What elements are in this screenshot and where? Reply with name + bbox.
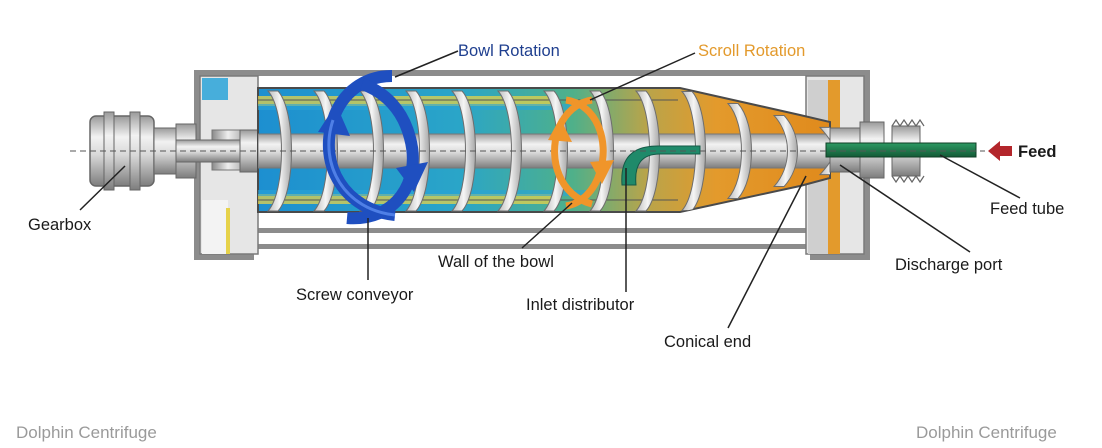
discharge-port-label: Discharge port [895,256,1003,274]
feed-tube-label: Feed tube [990,200,1064,218]
feed-arrow-icon [988,141,1012,161]
gearbox-label: Gearbox [28,216,92,234]
inlet-distributor [621,145,701,186]
screw-flight [496,90,522,212]
scroll-rotation-arrow-icon [548,96,614,210]
leader-lines [79,50,1021,329]
conical-end-label: Conical end [664,333,751,351]
scroll-rotation-label: Scroll Rotation [698,42,805,60]
screw-flight [726,102,752,200]
screw-flight [450,90,476,212]
screw-flight [266,90,292,212]
screw-flight [772,114,798,188]
watermark-left: Dolphin Centrifuge [16,423,157,442]
screw-flight [634,90,660,212]
wall-of-the-bowl-label: Wall of the bowl [438,253,554,271]
bowl-rotation-label: Bowl Rotation [458,42,560,60]
screw-conveyor-label: Screw conveyor [296,286,414,304]
watermark-right: Dolphin Centrifuge [916,423,1057,442]
bowl-rotation-arrow-icon [318,70,428,225]
inlet-distributor-label: Inlet distributor [526,296,635,314]
feed-tube [825,142,977,158]
screw-flight [404,90,430,212]
feed-label: Feed [1018,143,1057,161]
